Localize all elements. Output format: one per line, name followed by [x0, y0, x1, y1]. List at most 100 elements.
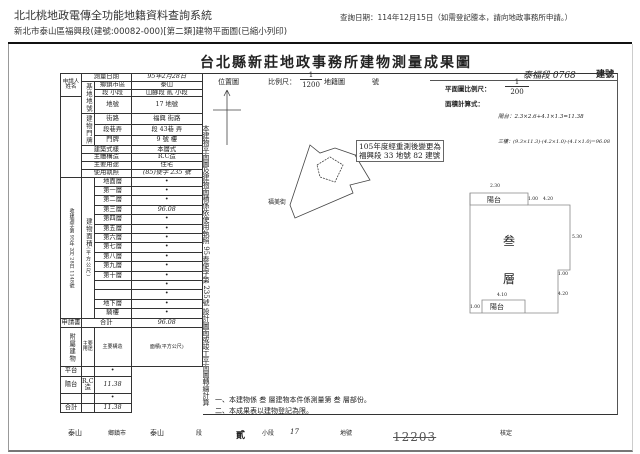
- annex-use: 陽台: [60, 375, 82, 395]
- footer-section: 泰山: [150, 429, 164, 437]
- floor-label-2: 層: [503, 272, 516, 286]
- site-scale-label: 比例尺：: [268, 78, 296, 86]
- permit: (85)使字 235 號: [130, 168, 204, 178]
- floor-outline: [469, 192, 571, 314]
- balcony-label-bottom: 陽台: [490, 303, 504, 311]
- floor-area: •: [130, 270, 204, 282]
- floor-name: 第六層: [93, 232, 132, 244]
- floor-area: 96.08: [130, 204, 204, 216]
- balcony-label-top: 陽台: [487, 196, 501, 204]
- floor-name: 地面層: [93, 176, 132, 187]
- floor-row: 地下層•: [61, 298, 204, 310]
- annotation-line-1: 105年度經重測後變更為: [359, 142, 441, 151]
- application-text: 收建測字第 95年 2月 28日 1148號: [60, 176, 82, 319]
- floor-name: 第九層: [93, 261, 132, 272]
- site-scale-den: 1200: [302, 81, 320, 89]
- floor-name: 第七層: [93, 242, 132, 253]
- lane: 段 43巷 弄: [130, 123, 204, 136]
- dim: 4.20: [558, 292, 569, 297]
- annex-structure: R.C造: [81, 375, 95, 395]
- annex-use: 平台: [60, 366, 82, 377]
- annex-use: [60, 393, 82, 404]
- floor-area: •: [130, 232, 204, 244]
- use: 住宅: [130, 160, 204, 170]
- annex-structure: [81, 393, 95, 404]
- survey-date-label: 測量日期: [81, 73, 132, 82]
- door-label: 門牌: [93, 134, 132, 147]
- footer-lot: 17: [290, 428, 299, 436]
- plan-scale-num: 1: [505, 78, 529, 87]
- annex-area: 11.38: [93, 375, 132, 395]
- footer-subsection-label: 小段: [262, 430, 275, 437]
- floor-area: •: [130, 251, 204, 263]
- calc-third-floor: 三樓：(9.3×11.3)-(4.2×1.0)-(4.1×1.0)=96.08: [498, 139, 611, 145]
- annex-header-structure: 主要構造: [93, 327, 132, 368]
- dim: 4.10: [497, 293, 508, 298]
- street: 福興 街路: [130, 113, 204, 125]
- document-title: 台北縣新莊地政事務所建物測量成果圖: [200, 55, 472, 71]
- footer-town: 泰山: [68, 429, 82, 437]
- annex-structure: [81, 366, 95, 377]
- door: 9 號 樓: [130, 134, 204, 147]
- style: 本層式: [130, 145, 204, 155]
- floor-area: •: [130, 223, 204, 235]
- annex-row: •: [60, 393, 203, 404]
- address-group-label: 建物門牌: [81, 113, 95, 147]
- applicant-label: 申請人姓名: [60, 72, 82, 98]
- floor-area: •: [130, 214, 204, 225]
- footer-subsection: 貳: [236, 431, 246, 441]
- lot: 17 地號: [130, 96, 204, 115]
- annex-use: 合計: [60, 402, 82, 414]
- calc-label: 面積計算式：: [445, 100, 484, 108]
- building-number-label: 建號: [596, 70, 615, 80]
- annex-area: •: [93, 366, 132, 377]
- divider: [8, 42, 632, 44]
- annex-structure: [81, 402, 95, 414]
- total-area: 96.08: [130, 317, 204, 329]
- district: 泰山: [130, 80, 204, 90]
- footer-lot-label: 地號: [340, 430, 353, 437]
- query-date: 查詢日期：114年12月15日（如需登記謄本，請向地政事務所申請。）: [340, 13, 573, 22]
- total-label: 合計: [81, 317, 132, 329]
- floor-name: [93, 289, 132, 300]
- lane-label: 段巷弄: [93, 123, 132, 136]
- annex-header-use: 主要用途: [81, 327, 95, 368]
- site-unit: 地籍圖: [324, 78, 345, 86]
- site-plan-label: 位置圖: [218, 78, 239, 86]
- dim: 2.30: [490, 184, 501, 189]
- document-frame: [8, 44, 633, 452]
- floor-group-label: 建物面積(平方公尺): [81, 176, 95, 319]
- building-number: 泰福段 0768: [523, 71, 576, 81]
- dim: 1.00: [558, 272, 569, 277]
- drawing-frame: [203, 73, 618, 415]
- lot-label: 地號: [93, 96, 132, 115]
- balcony-top: [469, 193, 528, 206]
- floor-name: 第十層: [93, 270, 132, 282]
- site-annotation: 105年度經重測後變更為福興段 33 地號 82 建號: [356, 140, 444, 162]
- north-arrow-icon: [213, 89, 241, 145]
- dim: 1.00: [470, 305, 481, 310]
- floor-plan-drawing: [469, 192, 571, 314]
- annotation-line-2: 福興段 33 地號 82 建號: [359, 151, 441, 160]
- document-subtitle: 新北市泰山區福興段(建號:00082-000)[第二類]建物平面圖(已縮小列印): [14, 27, 288, 37]
- floor-name: 第二層: [93, 195, 132, 206]
- floor-area: •: [130, 280, 204, 291]
- floor-name: 第三層: [93, 204, 132, 216]
- annex-group-label: 附屬建物: [60, 327, 82, 368]
- floor-area: •: [130, 308, 204, 319]
- permit-label: 使用執照: [81, 168, 132, 178]
- footer-approve: 核定: [500, 430, 513, 437]
- application-label: 申請書: [60, 317, 82, 329]
- footer-section-label: 段: [196, 430, 203, 437]
- parcel-outline: [289, 144, 371, 219]
- floor-area: •: [130, 298, 204, 310]
- site-scale-num: 1: [300, 71, 322, 80]
- dim: 4.20: [543, 197, 554, 202]
- building-footprint: [316, 156, 344, 183]
- plan-divider: [430, 80, 617, 81]
- floor-row: 收建測字第 95年 2月 28日 1148號建物面積(平方公尺)地面層 •: [60, 176, 204, 319]
- footer-town-label: 鄉鎮市: [108, 430, 127, 437]
- annex-header-area: 面積(平方公尺): [130, 327, 204, 368]
